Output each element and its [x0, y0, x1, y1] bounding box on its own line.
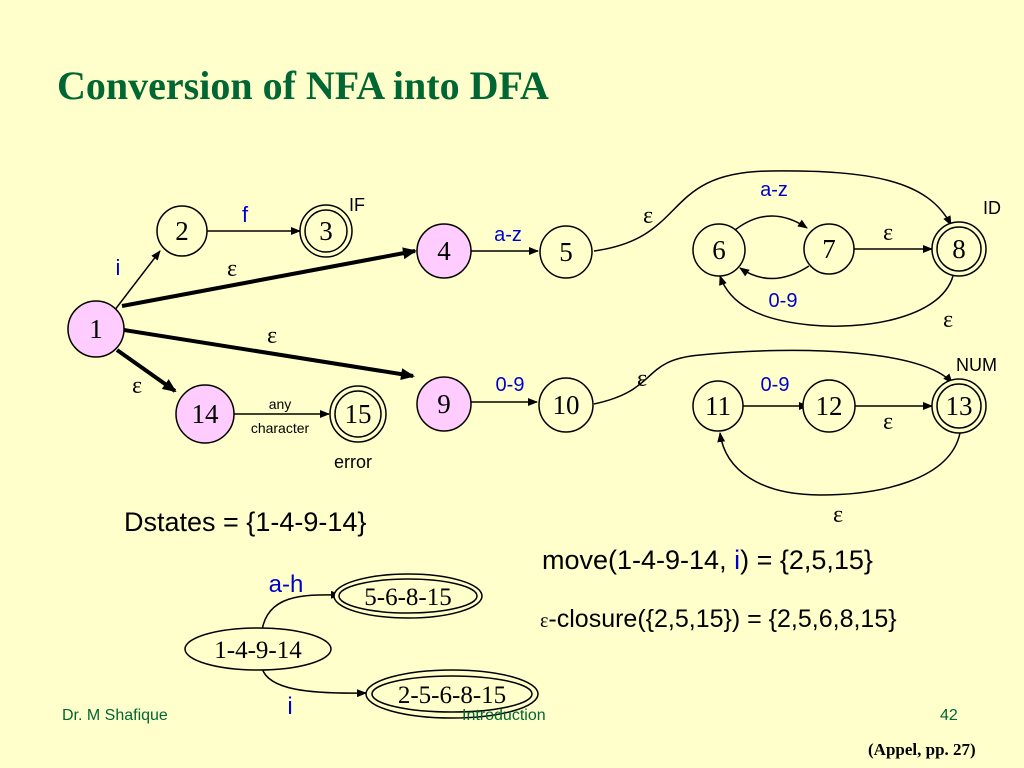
footer-page-number: 42: [940, 707, 958, 724]
dfa-state-start-label: 1-4-9-14: [214, 637, 302, 664]
token-id: ID: [983, 198, 1001, 218]
state-label-8: 8: [952, 234, 966, 264]
state-2: 2: [156, 205, 208, 257]
state-label-2: 2: [175, 216, 189, 246]
label-11-12: 0-9: [761, 374, 790, 396]
state-8: 8: [931, 221, 987, 277]
move-expression: move(1-4-9-14, i) = {2,5,15}: [542, 545, 873, 576]
state-13: 13: [931, 378, 987, 434]
token-if: IF: [349, 195, 365, 215]
dfa-edge-a-h: [261, 590, 341, 631]
label-7-6: 0-9: [769, 290, 798, 312]
label-8-6: ε: [943, 307, 953, 333]
label-10-13: ε: [637, 366, 647, 392]
state-label-10: 10: [553, 390, 580, 420]
token-num: NUM: [956, 355, 997, 375]
label-6-7: a-z: [760, 179, 788, 201]
dstates-text: Dstates = {1-4-9-14}: [124, 507, 367, 537]
state-6: 6: [692, 223, 746, 277]
slide-title: Conversion of NFA into DFA: [57, 63, 549, 108]
edge-6-7: [734, 215, 808, 231]
dfa-state-i: 2-5-6-8-15: [365, 669, 539, 719]
state-label-14: 14: [192, 399, 220, 429]
edge-5-8: [593, 170, 952, 252]
dfa-label-i: i: [287, 693, 292, 720]
state-label-15: 15: [345, 399, 372, 429]
state-1: 1: [67, 300, 125, 358]
label-1-9: ε: [267, 323, 277, 349]
move-prefix: move(1-4-9-14,: [542, 545, 735, 575]
label-7-8: ε: [883, 220, 893, 246]
label-4-5: a-z: [494, 224, 522, 246]
label-14-15-line2: character: [251, 420, 310, 436]
citation: (Appel, pp. 27): [868, 740, 976, 759]
dfa-state-a-h-label: 5-6-8-15: [364, 584, 451, 611]
edge-7-6: [739, 265, 810, 280]
edge-1-9: [123, 328, 415, 381]
token-error: error: [334, 452, 372, 472]
move-symbol: i: [734, 545, 741, 575]
edge-labels: i f ε a-z ε a-z ε 0-9 ε ε 0-9 ε 0-9 ε ε …: [116, 179, 953, 528]
edge-10-13: [593, 349, 953, 405]
move-suffix: ) = {2,5,15}: [740, 545, 873, 575]
edge-13-11: [717, 432, 961, 496]
label-1-2: i: [116, 255, 121, 280]
state-label-1: 1: [89, 314, 103, 344]
state-label-5: 5: [559, 237, 573, 267]
dfa-state-i-label: 2-5-6-8-15: [398, 682, 506, 709]
footer-course: Introduction: [462, 707, 546, 724]
dfa: 1-4-9-14 5-6-8-15 2-5-6-8-15 a-h i: [184, 571, 539, 720]
state-4: 4: [416, 223, 472, 279]
edge-8-6: [719, 275, 954, 327]
edges: [113, 170, 961, 698]
state-10: 10: [538, 377, 594, 433]
state-7: 7: [803, 223, 855, 275]
closure-epsilon: ε: [540, 610, 549, 632]
state-label-9: 9: [437, 389, 451, 419]
edge-1-4: [121, 247, 417, 308]
state-9: 9: [416, 376, 472, 432]
closure-expression: ε-closure({2,5,15}) = {2,5,6,8,15}: [540, 605, 897, 634]
states: 1 2 3 4 5 6 7 8: [67, 204, 987, 444]
label-14-15-line1: any: [269, 396, 292, 412]
dfa-label-a-h: a-h: [269, 571, 304, 598]
label-1-4: ε: [227, 256, 237, 282]
dfa-state-start: 1-4-9-14: [184, 627, 332, 671]
label-9-10: 0-9: [496, 374, 525, 396]
state-label-7: 7: [822, 234, 836, 264]
label-12-13: ε: [883, 409, 893, 435]
label-13-11: ε: [833, 502, 843, 528]
label-1-14: ε: [132, 373, 142, 399]
edge-1-2: [113, 250, 161, 312]
state-11: 11: [692, 380, 744, 432]
state-label-3: 3: [319, 216, 333, 246]
state-3: 3: [299, 204, 353, 258]
label-2-3: f: [242, 202, 249, 227]
state-14: 14: [175, 384, 235, 444]
closure-text: -closure({2,5,15}) = {2,5,6,8,15}: [548, 605, 897, 633]
state-label-12: 12: [816, 391, 843, 421]
edge-1-14: [115, 348, 177, 393]
state-label-4: 4: [437, 236, 451, 266]
footer-author: Dr. M Shafique: [62, 707, 168, 724]
state-label-11: 11: [705, 391, 731, 421]
state-label-6: 6: [712, 235, 726, 265]
label-5-8: ε: [643, 203, 653, 229]
dfa-state-a-h: 5-6-8-15: [333, 573, 483, 619]
state-15: 15: [329, 385, 387, 443]
state-12: 12: [802, 379, 856, 433]
token-labels: IF ID NUM error: [334, 195, 1001, 472]
state-label-13: 13: [946, 391, 973, 421]
state-5: 5: [539, 225, 593, 279]
dfa-edge-i: [261, 667, 367, 698]
